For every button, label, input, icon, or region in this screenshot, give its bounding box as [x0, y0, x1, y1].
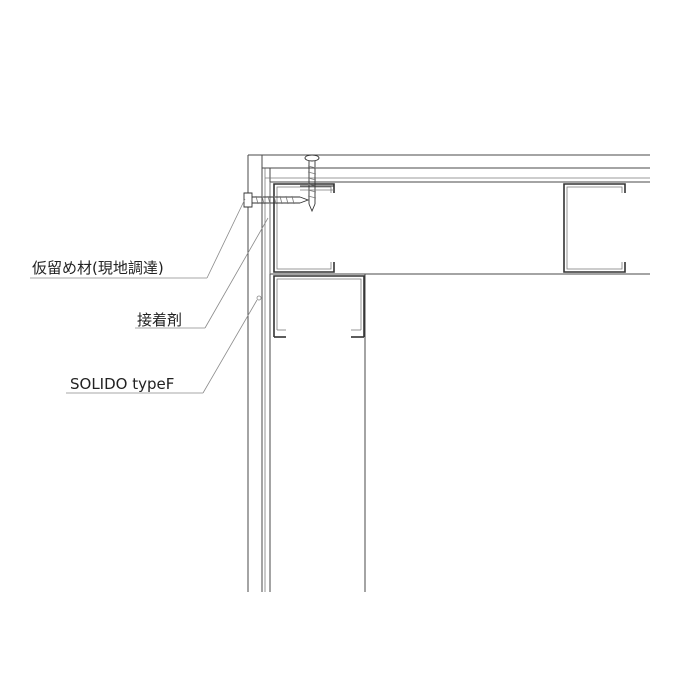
screw-vertical [304, 154, 320, 213]
c-stud-top-right [563, 183, 626, 273]
c-stud-top-left [273, 183, 335, 273]
label-adhesive: 接着剤 [137, 311, 182, 329]
c-stud-vertical [273, 275, 365, 338]
leader-panel [66, 295, 262, 394]
label-panel: SOLIDO typeF [70, 375, 174, 393]
vertical-framing [269, 274, 366, 592]
leader-adhesive [135, 217, 269, 329]
leader-temporary-fixing [30, 198, 246, 279]
screw-horizontal [243, 192, 310, 208]
horizontal-framing [269, 182, 650, 275]
screw-head-detail [300, 185, 334, 191]
label-temporary-fixing: 仮留め材(現地調達) [32, 259, 164, 277]
